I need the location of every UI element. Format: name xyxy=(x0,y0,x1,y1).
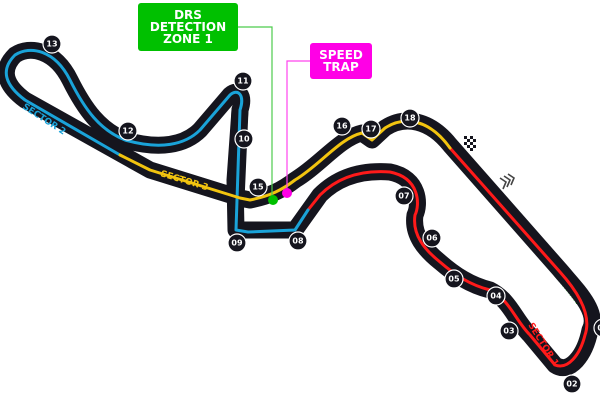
turn-marker-10: 10 xyxy=(234,129,254,149)
svg-text:04: 04 xyxy=(490,292,502,301)
turn-marker-12: 12 xyxy=(118,121,138,141)
svg-text:06: 06 xyxy=(426,234,438,243)
drs-detection-point xyxy=(268,195,278,205)
svg-text:02: 02 xyxy=(566,380,577,389)
svg-text:10: 10 xyxy=(238,135,250,144)
svg-text:09: 09 xyxy=(231,239,243,248)
svg-text:15: 15 xyxy=(252,183,264,192)
speed-trap-point xyxy=(282,188,292,198)
turn-marker-13: 13 xyxy=(42,34,62,54)
turn-marker-06: 06 xyxy=(422,228,442,248)
svg-text:11: 11 xyxy=(237,77,249,86)
drs-leader-line xyxy=(238,26,273,200)
sector2-line xyxy=(4,48,310,234)
svg-text:13: 13 xyxy=(46,40,57,49)
svg-text:12: 12 xyxy=(122,127,133,136)
drs-callout-line2: DETECTION xyxy=(149,20,227,34)
svg-text:03: 03 xyxy=(503,327,514,336)
turn-marker-16: 16 xyxy=(332,116,352,136)
svg-text:07: 07 xyxy=(398,192,409,201)
turn-marker-15: 15 xyxy=(248,177,268,197)
turn-marker-18: 18 xyxy=(400,108,420,128)
turn-marker-08: 08 xyxy=(288,231,308,251)
svg-text:16: 16 xyxy=(336,122,348,131)
turn-marker-04: 04 xyxy=(486,286,506,306)
direction-chevrons-icon xyxy=(499,173,515,190)
turn-marker-05: 05 xyxy=(444,269,464,289)
chequered-flag-icon xyxy=(464,136,476,151)
speed-trap-leader-line xyxy=(286,60,310,193)
svg-text:05: 05 xyxy=(448,275,460,284)
drs-detection-zone-callout: DRS DETECTION ZONE 1 xyxy=(138,3,238,51)
drs-callout-line1: DRS xyxy=(174,8,202,22)
turn-marker-03: 03 xyxy=(499,321,519,341)
sector1-line xyxy=(306,146,589,368)
turn-marker-09: 09 xyxy=(227,233,247,253)
speed-trap-line1: SPEED xyxy=(319,48,363,62)
svg-text:01: 01 xyxy=(597,324,600,333)
turn-marker-01: 01 xyxy=(593,318,600,338)
speed-trap-callout: SPEED TRAP xyxy=(310,43,372,79)
turn-marker-02: 02 xyxy=(562,374,582,394)
svg-text:08: 08 xyxy=(292,237,304,246)
svg-text:17: 17 xyxy=(365,125,376,134)
drs-callout-line3: ZONE 1 xyxy=(163,32,213,46)
turn-marker-11: 11 xyxy=(233,71,253,91)
speed-trap-line2: TRAP xyxy=(323,60,359,74)
turn-marker-07: 07 xyxy=(394,186,414,206)
svg-text:18: 18 xyxy=(404,114,416,123)
turn-marker-17: 17 xyxy=(361,119,381,139)
